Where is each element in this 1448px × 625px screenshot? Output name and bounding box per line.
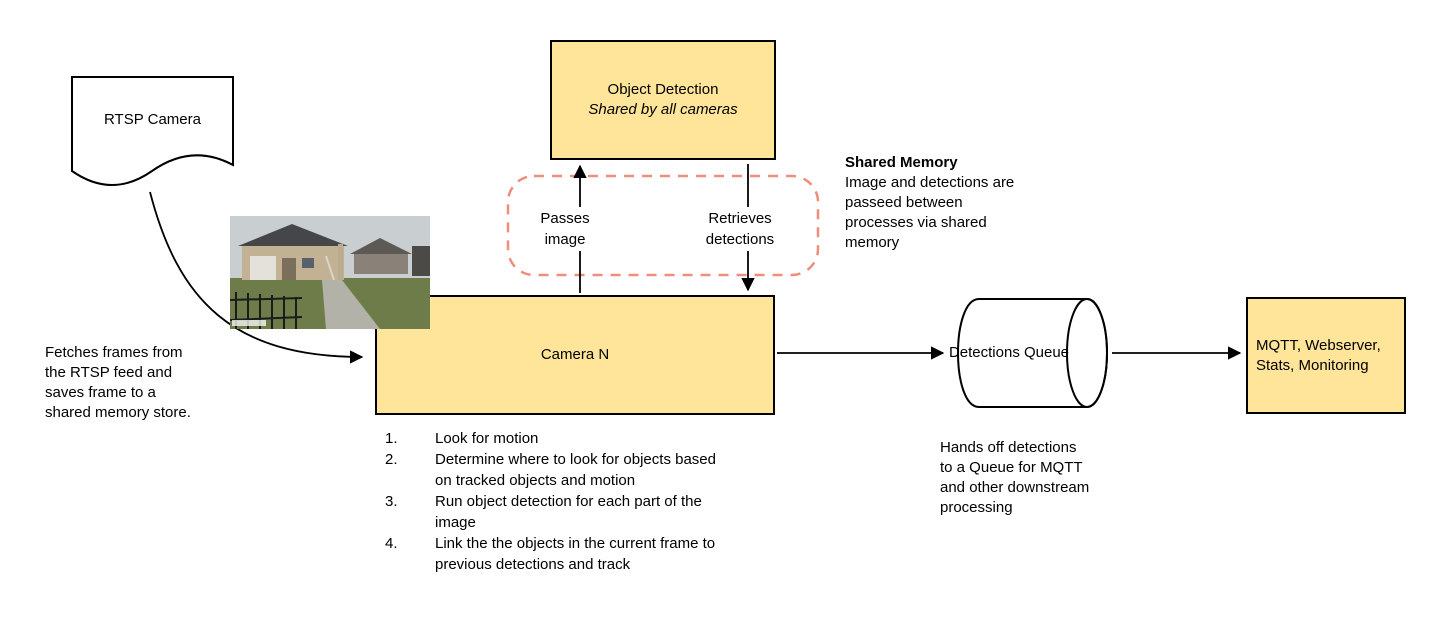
object-detection-node: Object Detection Shared by all cameras (550, 40, 776, 160)
camera-step-2: 2. Determine where to look for objects b… (385, 449, 775, 491)
shared-memory-note-title: Shared Memory (845, 154, 958, 171)
step-text: Determine where to look for objects base… (435, 451, 716, 489)
camera-n-label: Camera N (540, 346, 610, 363)
step-number: 1. (385, 430, 398, 447)
camera-step-3: 3. Run object detection for each part of… (385, 491, 775, 533)
step-number: 3. (385, 493, 398, 510)
outputs-node: MQTT, Webserver, Stats, Monitoring (1246, 297, 1406, 414)
retrieves-detections-label: Retrieves detections (699, 207, 781, 251)
shared-memory-note-body: Image and detections are passeed between… (845, 174, 1015, 251)
object-detection-title: Object Detection (607, 81, 719, 98)
step-number: 2. (385, 451, 398, 468)
detections-queue-label: Detections Queue (948, 344, 1070, 361)
snapshot-scene (229, 216, 430, 329)
step-text: Run object detection for each part of th… (435, 493, 702, 531)
outputs-label: MQTT, Webserver, Stats, Monitoring (1256, 336, 1381, 374)
fetch-frames-note: Fetches frames from the RTSP feed and sa… (45, 344, 191, 421)
step-text: Look for motion (435, 430, 539, 447)
queue-cylinder-shape (957, 298, 1108, 408)
camera-step-4: 4. Link the the objects in the current f… (385, 533, 775, 575)
camera-steps-list: 1. Look for motion 2. Determine where to… (385, 428, 775, 575)
shared-memory-note: Shared Memory Image and detections are p… (845, 153, 1020, 253)
camera-step-1: 1. Look for motion (385, 428, 775, 449)
queue-handoff-note: Hands off detections to a Queue for MQTT… (940, 439, 1090, 516)
document-shape (71, 76, 234, 186)
step-text: Link the the objects in the current fram… (435, 535, 716, 573)
rtsp-camera-label: RTSP Camera (104, 111, 201, 128)
passes-image-label: Passes image (531, 207, 599, 251)
step-number: 4. (385, 535, 398, 552)
object-detection-subtitle: Shared by all cameras (588, 101, 738, 118)
detections-queue-node: Detections Queue (945, 296, 1113, 410)
camera-snapshot-image (229, 216, 430, 329)
rtsp-camera-node: RTSP Camera (70, 75, 235, 193)
camera-n-node: Camera N (375, 295, 775, 415)
